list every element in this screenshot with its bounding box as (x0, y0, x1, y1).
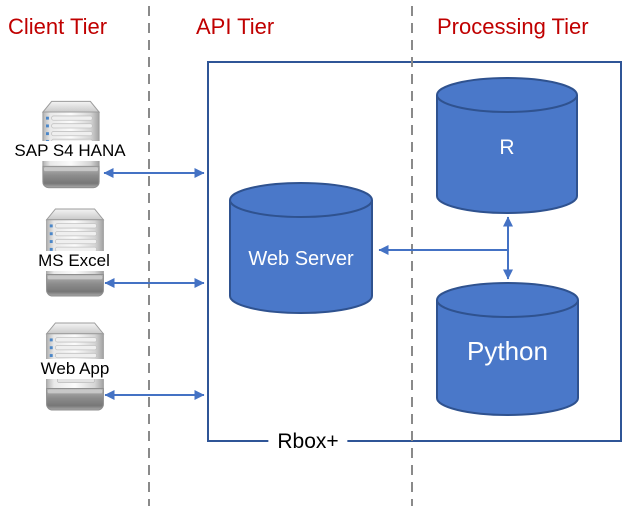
tier-title-api: API Tier (196, 14, 275, 39)
client-label-ms-excel: MS Excel (36, 251, 112, 271)
tier-title-processing: Processing Tier (437, 14, 589, 39)
web-server-cylinder (229, 182, 373, 314)
r-label: R (499, 136, 515, 159)
client-label-sap-s4-hana: SAP S4 HANA (12, 141, 128, 161)
tier-title-client: Client Tier (8, 14, 108, 39)
client-label-web-app: Web App (38, 359, 112, 379)
python-label: Python (467, 336, 548, 366)
python-cylinder (436, 282, 579, 416)
rbox-boundary (207, 61, 622, 442)
r-cylinder (436, 77, 578, 214)
web-server-label: Web Server (248, 248, 354, 270)
rbox-label: Rbox+ (268, 430, 348, 454)
